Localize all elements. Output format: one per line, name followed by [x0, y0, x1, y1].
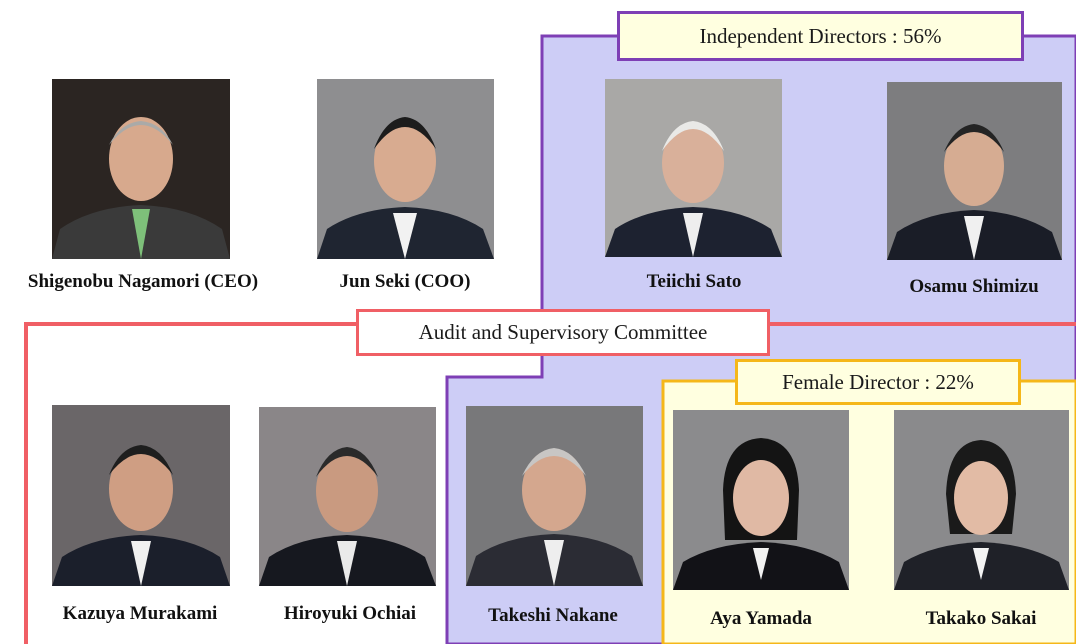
portrait-illustration [466, 406, 643, 586]
director-name: Teiichi Sato [646, 271, 742, 292]
director-name: Hiroyuki Ochiai [283, 603, 417, 624]
portrait-photo [894, 410, 1069, 590]
portrait-illustration [673, 410, 849, 590]
portrait-illustration [259, 407, 436, 586]
independent-directors-label: Independent Directors : 56% [617, 11, 1024, 61]
director-name: Aya Yamada [710, 608, 812, 629]
director-name: Shigenobu Nagamori (CEO) [27, 271, 259, 292]
portrait-photo [52, 79, 230, 259]
portrait-illustration [317, 79, 494, 259]
director-name: Kazuya Murakami [62, 603, 218, 624]
portrait-photo [52, 405, 230, 586]
portrait-illustration [52, 79, 230, 259]
director-name: Osamu Shimizu [909, 276, 1039, 297]
director-name: Takeshi Nakane [488, 605, 618, 626]
portrait-illustration [52, 405, 230, 586]
portrait-illustration [605, 79, 782, 257]
portrait-photo [887, 82, 1062, 260]
portrait-photo [466, 406, 643, 586]
portrait-photo [317, 79, 494, 259]
director-name: Jun Seki (COO) [339, 271, 471, 292]
director-name: Takako Sakai [925, 608, 1037, 629]
portrait-illustration [894, 410, 1069, 590]
audit-committee-label: Audit and Supervisory Committee [356, 309, 770, 356]
portrait-photo [605, 79, 782, 257]
portrait-photo [259, 407, 436, 586]
portrait-photo [673, 410, 849, 590]
female-director-label: Female Director : 22% [735, 359, 1021, 405]
portrait-illustration [887, 82, 1062, 260]
